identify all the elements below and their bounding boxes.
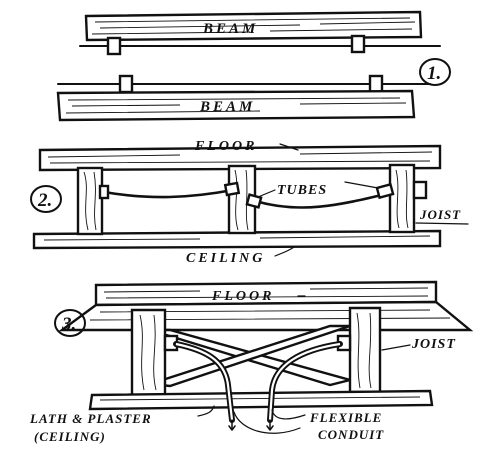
joist-label-3: JOIST — [411, 337, 456, 352]
beam-bottom — [56, 89, 416, 122]
beam-top — [84, 10, 423, 42]
knob-insulator — [368, 74, 384, 94]
porcelain-tube — [375, 182, 395, 200]
figure-number-3-circle — [54, 309, 86, 337]
beam-label-bottom: BEAM — [199, 99, 255, 115]
flexible-conduit-label-line2: CONDUIT — [318, 427, 384, 442]
figure-3: 3. FLOOR JOIST LATH & PLASTER (CEILING) … — [29, 280, 474, 444]
porcelain-tube — [245, 193, 263, 209]
joist-label-2: JOIST — [419, 207, 461, 222]
tubes-label: TUBES — [277, 183, 327, 198]
knob-insulator — [118, 74, 134, 94]
flexible-conduit-label-line1: FLEXIBLE — [309, 410, 382, 425]
figure-number-2: 2. — [37, 190, 52, 211]
joist-3-left — [130, 308, 167, 397]
figure-1: 1. BEAM BEAM — [56, 10, 451, 122]
beam-label-top: BEAM — [202, 21, 258, 37]
lath-plaster-label-line1: LATH & PLASTER — [29, 411, 152, 426]
joist-2-middle — [227, 164, 257, 235]
lath-plaster-label-line2: (CEILING) — [34, 429, 106, 444]
porcelain-tube — [98, 184, 110, 200]
joist-3-right — [348, 306, 382, 394]
figure-number-3: 3. — [61, 314, 76, 335]
figure-number-1-circle — [419, 58, 451, 86]
figure-2: 2. FLOOR TUBES JOIST CEILING — [30, 139, 469, 266]
ceiling-label-2: CEILING — [186, 251, 265, 266]
figure-number-2-circle — [30, 185, 62, 213]
figure-number-1: 1. — [427, 63, 441, 84]
joist-2-right — [388, 163, 416, 234]
junction-box — [412, 180, 428, 200]
porcelain-tube — [223, 181, 241, 197]
floor-board-2 — [38, 144, 442, 172]
ceiling-board-2 — [32, 229, 442, 250]
joist-2-left — [76, 166, 104, 236]
floor-label-3: FLOOR — [211, 289, 274, 304]
lath-plaster — [88, 389, 434, 411]
knob-insulator — [350, 34, 366, 54]
knob-insulator — [106, 36, 122, 56]
floor-label-2: FLOOR — [194, 139, 257, 154]
